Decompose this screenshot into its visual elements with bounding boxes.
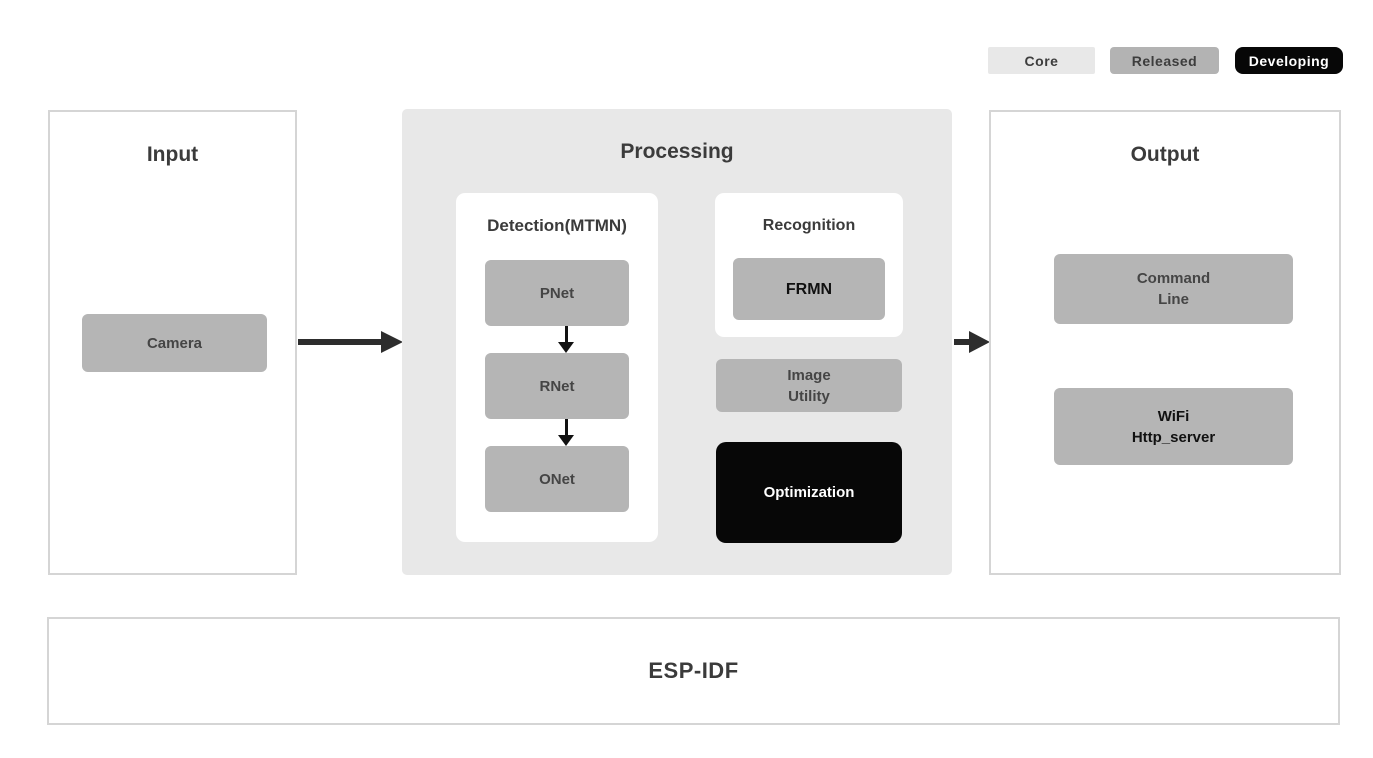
- image-utility-node: Image Utility: [716, 359, 902, 412]
- legend-released-badge: Released: [1110, 47, 1219, 74]
- legend-developing-badge: Developing: [1235, 47, 1343, 74]
- processing-panel: Processing Detection(MTMN) PNet RNet ONe…: [402, 109, 952, 575]
- input-panel: Input Camera: [48, 110, 297, 575]
- arrow-head-icon: [558, 342, 574, 353]
- pnet-node: PNet: [485, 260, 629, 326]
- arrow-processing-to-output: [954, 331, 990, 353]
- esp-idf-panel: ESP-IDF: [47, 617, 1340, 725]
- output-panel-title: Output: [1130, 143, 1200, 166]
- arrow-input-to-processing: [298, 331, 403, 353]
- arrow-pnet-to-rnet: [558, 326, 574, 353]
- recognition-group-title: Recognition: [762, 217, 856, 234]
- command-line-node: Command Line: [1054, 254, 1293, 324]
- arrow-head-icon: [381, 331, 403, 353]
- processing-panel-title: Processing: [620, 140, 734, 163]
- detection-group-title: Detection(MTMN): [487, 216, 627, 235]
- output-panel: Output Command Line WiFi Http_server: [989, 110, 1341, 575]
- onet-node: ONet: [485, 446, 629, 512]
- arrow-rnet-to-onet: [558, 419, 574, 446]
- arrow-line: [298, 339, 384, 345]
- arrow-line: [564, 326, 568, 343]
- legend-core-badge: Core: [988, 47, 1095, 74]
- esp-idf-title: ESP-IDF: [648, 658, 739, 683]
- frmn-node: FRMN: [733, 258, 885, 320]
- arrow-line: [564, 419, 568, 436]
- camera-node: Camera: [82, 314, 267, 372]
- input-panel-title: Input: [146, 143, 199, 166]
- arrow-head-icon: [969, 331, 990, 353]
- rnet-node: RNet: [485, 353, 629, 419]
- optimization-node: Optimization: [716, 442, 902, 543]
- wifi-http-server-node: WiFi Http_server: [1054, 388, 1293, 465]
- recognition-group: Recognition FRMN: [715, 193, 903, 337]
- arrow-line: [954, 339, 972, 345]
- detection-group: Detection(MTMN) PNet RNet ONet: [456, 193, 658, 542]
- arrow-head-icon: [558, 435, 574, 446]
